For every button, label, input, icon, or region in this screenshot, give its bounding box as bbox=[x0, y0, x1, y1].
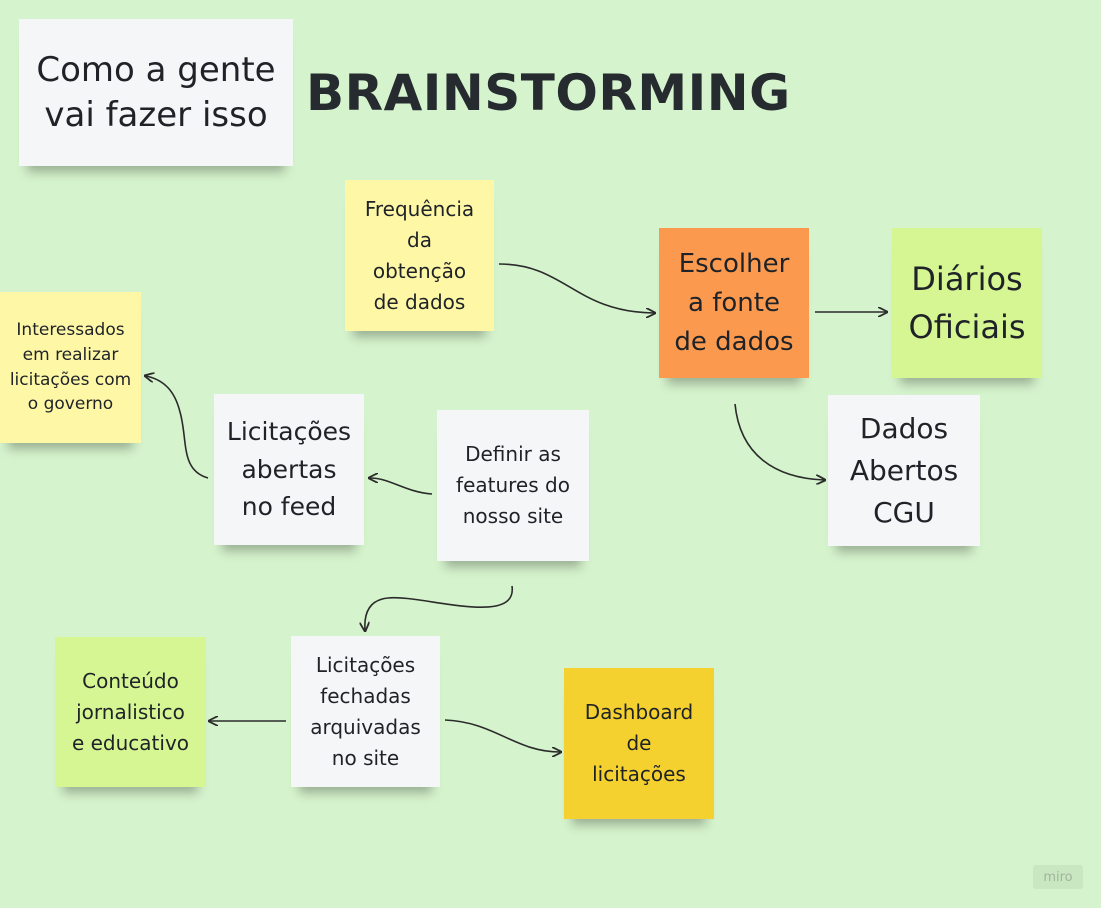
note-define-features-text: Definir as features do nosso site bbox=[456, 442, 570, 528]
note-closed-bids-text: Licitações fechadas arquivadas no site bbox=[310, 652, 421, 770]
note-open-bids[interactable]: Licitações abertas no feed bbox=[214, 394, 364, 545]
board-title: BRAINSTORMING bbox=[306, 64, 791, 122]
arrow-source-to-dados-abertos[interactable] bbox=[734, 403, 824, 480]
arrow-features-to-open-bids[interactable] bbox=[370, 478, 433, 495]
note-closed-bids[interactable]: Licitações fechadas arquivadas no site bbox=[291, 636, 440, 787]
note-frequency[interactable]: Frequência da obtenção de dados bbox=[345, 180, 494, 331]
note-content-text: Conteúdo jornalistico e educativo bbox=[71, 668, 190, 755]
note-interested-text: Interessados em realizar licitações com … bbox=[9, 320, 132, 415]
note-diarios-oficiais-text: Diários Oficiais bbox=[908, 260, 1026, 346]
note-dashboard-text: Dashboard de licitações bbox=[584, 700, 694, 786]
arrow-features-to-closed-bids[interactable] bbox=[365, 585, 513, 630]
note-choose-source[interactable]: Escolher a fonte de dados bbox=[659, 228, 809, 378]
miro-logo: miro bbox=[1033, 865, 1083, 889]
arrow-open-bids-to-interested[interactable] bbox=[146, 376, 209, 479]
note-dados-abertos-text: Dados Abertos CGU bbox=[849, 411, 959, 529]
note-diarios-oficiais[interactable]: Diários Oficiais bbox=[892, 228, 1042, 378]
note-dados-abertos[interactable]: Dados Abertos CGU bbox=[828, 395, 980, 546]
note-frequency-text: Frequência da obtenção de dados bbox=[364, 196, 475, 314]
note-how-text: Como a gente vai fazer isso bbox=[36, 49, 276, 135]
note-interested[interactable]: Interessados em realizar licitações com … bbox=[0, 292, 141, 443]
arrow-closed-bids-to-dashboard[interactable] bbox=[444, 719, 560, 752]
note-content[interactable]: Conteúdo jornalistico e educativo bbox=[55, 637, 206, 787]
note-open-bids-text: Licitações abertas no feed bbox=[226, 417, 352, 522]
note-how[interactable]: Como a gente vai fazer isso bbox=[19, 19, 293, 166]
note-define-features[interactable]: Definir as features do nosso site bbox=[437, 410, 589, 561]
arrow-frequency-to-source[interactable] bbox=[498, 263, 654, 313]
note-choose-source-text: Escolher a fonte de dados bbox=[674, 248, 794, 357]
note-dashboard[interactable]: Dashboard de licitações bbox=[564, 668, 714, 819]
